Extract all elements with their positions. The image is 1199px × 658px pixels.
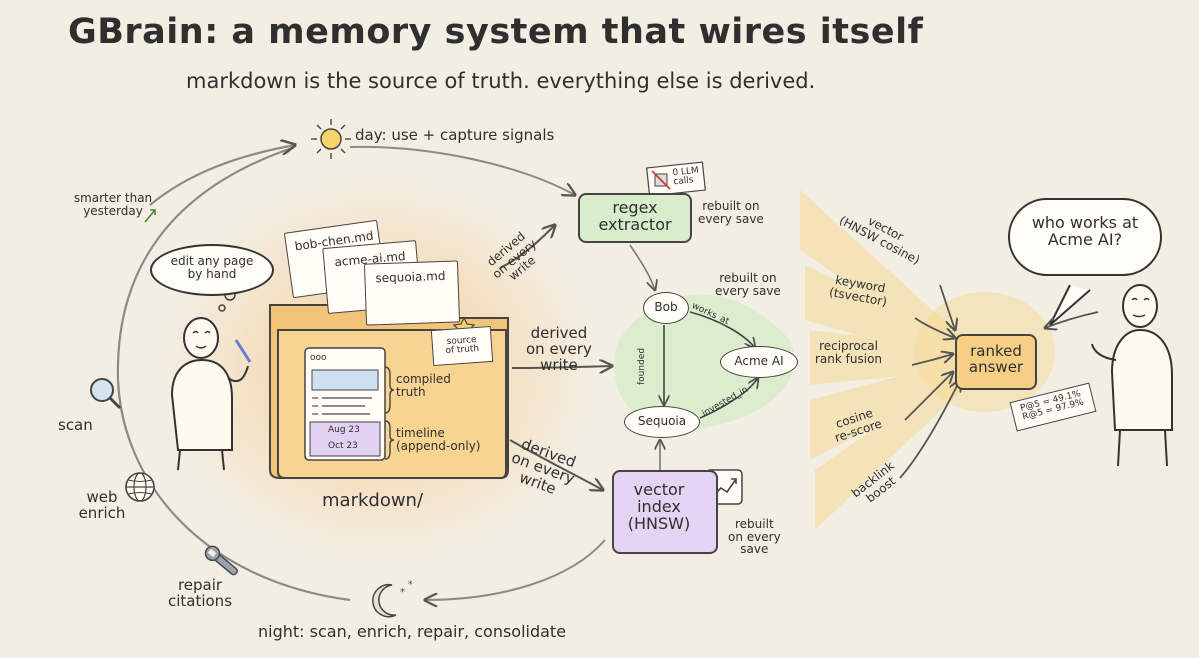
regex-to-graph-arrow (629, 244, 655, 290)
zero-llm-stamp (646, 161, 706, 197)
asker-figure (1091, 284, 1173, 467)
question-arrow (1045, 311, 1099, 328)
svg-text:*: * (408, 580, 413, 590)
timeline-date-1: Aug 23 (328, 425, 360, 435)
magnifier-icon (90, 378, 122, 410)
moon-icon: * * (372, 580, 413, 618)
arrow-to-vector (509, 439, 603, 490)
globe-icon (125, 472, 155, 502)
edge-invested-in (699, 378, 758, 419)
svg-text:*: * (400, 587, 405, 598)
wrench-icon (204, 545, 238, 576)
node-bob[interactable]: Bob (643, 292, 689, 324)
arrow-up-icon (144, 209, 156, 223)
scan-label: scan (58, 416, 93, 434)
sun-icon (311, 119, 351, 159)
edge-works-at (689, 311, 755, 348)
vector-to-night-arrow (425, 539, 606, 600)
node-acme-ai[interactable]: Acme AI (720, 346, 798, 378)
arrow-to-regex (499, 225, 555, 269)
robot-icon (651, 170, 671, 190)
timeline-date-2: Oct 23 (328, 441, 358, 451)
day-label: day: use + capture signals (355, 126, 555, 144)
cycle-up-arrow (149, 145, 295, 206)
window-dots: ooo (310, 353, 327, 363)
user-figure (170, 317, 252, 471)
cycle-left-arc (116, 146, 351, 602)
markdown-folder-label: markdown/ (322, 490, 424, 511)
node-sequoia[interactable]: Sequoia (624, 406, 700, 438)
page-subtitle: markdown is the source of truth. everyth… (186, 69, 816, 93)
file-sequoia[interactable]: sequoia.md (363, 260, 461, 326)
retrieval-arrows (899, 284, 960, 479)
timeline-label: timeline(append-only) (396, 426, 481, 453)
arrow-to-graph (511, 366, 612, 368)
night-label: night: scan, enrich, repair, consolidate (258, 622, 567, 641)
page-title: GBrain: a memory system that wires itsel… (68, 12, 924, 52)
edge-label-founded: founded (637, 347, 647, 385)
day-to-regex-arrow (349, 145, 575, 195)
